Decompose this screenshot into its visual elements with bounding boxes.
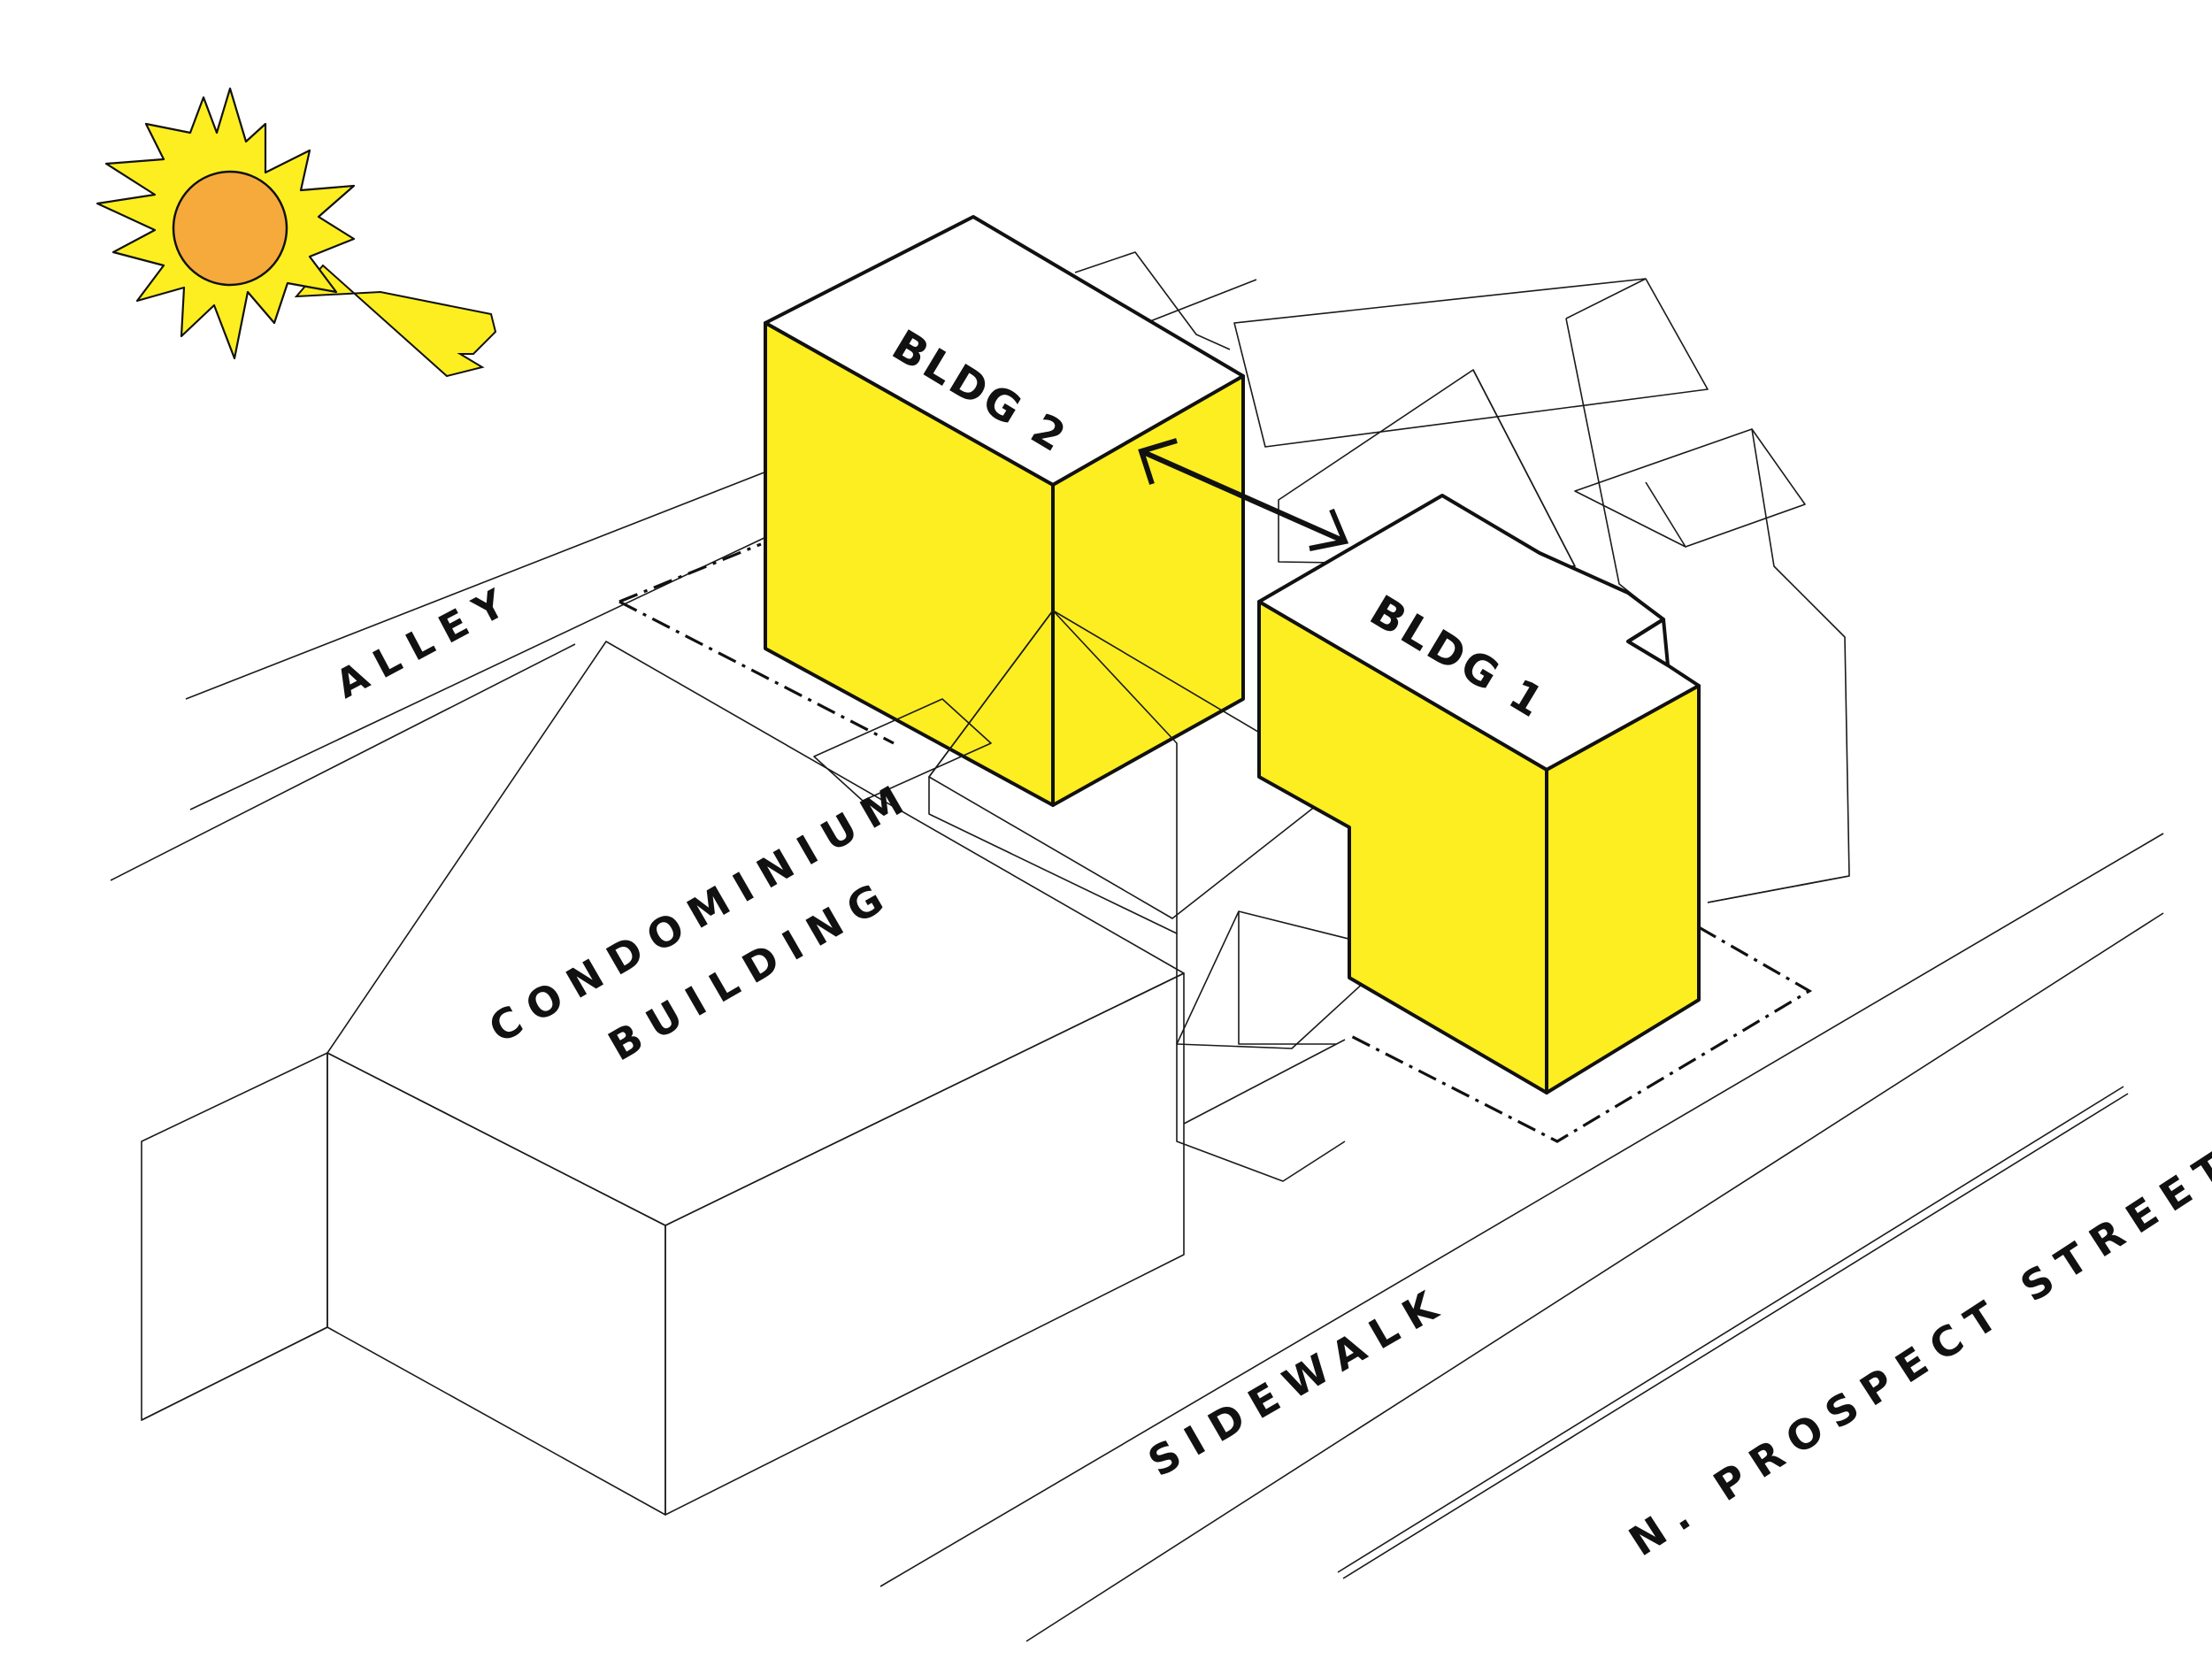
bldg-1 [1257,494,1701,1094]
sun-icon [96,87,497,378]
house-right-tall [1233,278,1850,903]
sidewalk-label: SIDEWALK [1141,1276,1456,1486]
sun-core [172,170,288,287]
street-line-b [1342,1093,2129,1579]
street-label: N. PROSPECT STREET [1621,1137,2212,1565]
condominium-building [141,641,1346,1516]
double-arrow-icon [1138,438,1349,551]
bldg-2-south-face [1051,374,1245,807]
bldg-1-south-face [1545,684,1701,1094]
property-line [618,542,1813,1143]
bldg-2 [764,215,1245,807]
alley-edge-south [189,534,771,810]
house-behind-bldg2 [1074,251,1231,350]
shaded-neighbor-wall [1278,369,1576,567]
condo-south-face [664,972,1185,1516]
lot-edge-west [110,643,576,881]
sidewalk-edge-north [879,833,2164,1587]
condo-west-face [326,1052,666,1516]
house-front-center [813,610,1399,1182]
sidewalk-edge-south [1025,912,2164,1642]
street-line-a [1337,1086,2124,1573]
ground-lines [110,279,2164,1642]
alley-label: ALLEY [328,575,523,707]
